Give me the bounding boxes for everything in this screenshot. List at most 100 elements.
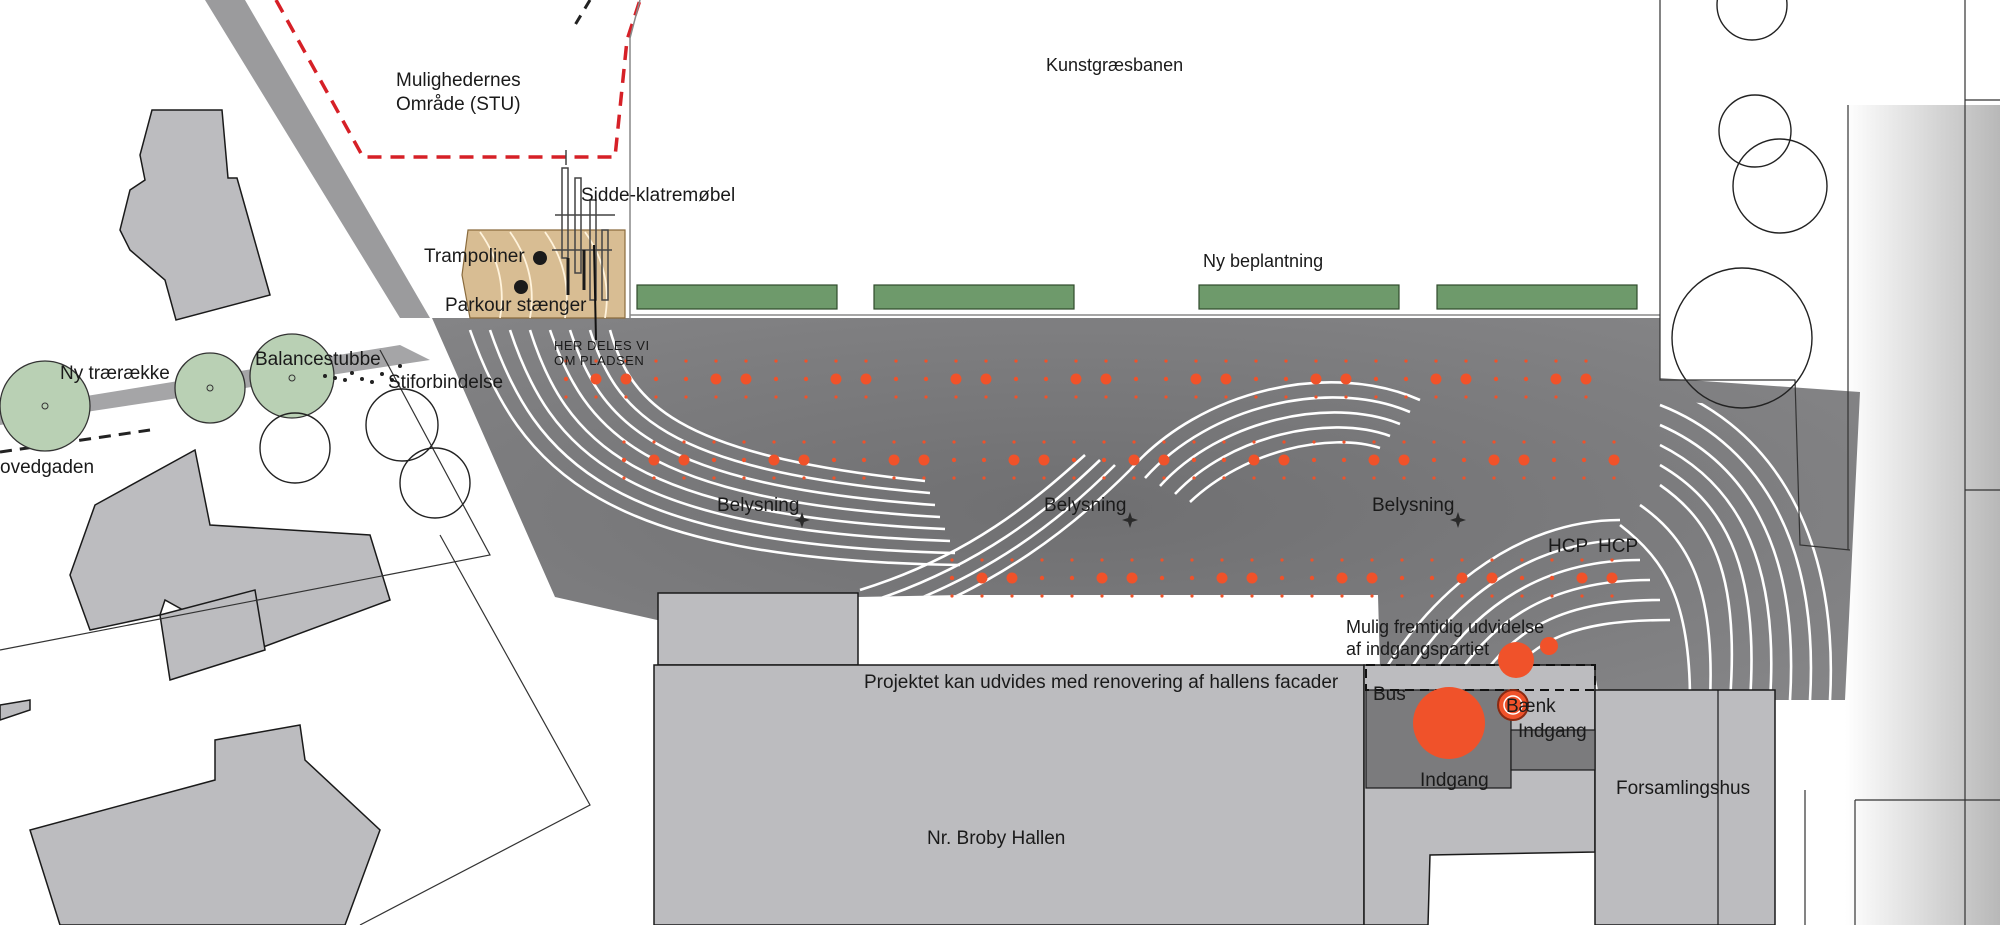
- light-dot-small: [1194, 395, 1198, 399]
- light-dot-small: [1310, 594, 1314, 598]
- light-dot: [711, 457, 717, 463]
- extension-circle: [1498, 642, 1534, 678]
- lighting-dots: [563, 359, 1620, 598]
- light-dot: [831, 457, 837, 463]
- light-dot: [1101, 457, 1107, 463]
- light-dot-small: [1284, 359, 1288, 363]
- light-dot: [1341, 457, 1347, 463]
- light-dot: [768, 454, 780, 466]
- light-dot: [1373, 376, 1379, 382]
- entrance-zone-2: [1510, 729, 1596, 771]
- light-dot-small: [684, 395, 688, 399]
- light-dot-small: [1430, 558, 1434, 562]
- light-dot: [648, 454, 660, 466]
- light-dot-small: [712, 440, 716, 444]
- light-dot: [1368, 454, 1380, 466]
- planting-bed-3: [1198, 284, 1400, 310]
- label-stiforbindelse: Stiforbindelse: [388, 372, 503, 393]
- light-dot: [1340, 373, 1352, 385]
- light-dot-small: [1550, 558, 1554, 562]
- light-dot-small: [1194, 359, 1198, 363]
- light-dot-small: [682, 440, 686, 444]
- light-dot-small: [1070, 558, 1074, 562]
- tree-existing-3: [399, 447, 471, 519]
- light-dot-small: [1014, 359, 1018, 363]
- light-dot-small: [1314, 395, 1318, 399]
- light-dot-small: [1220, 558, 1224, 562]
- light-dot-small: [952, 440, 956, 444]
- light-dot-small: [1284, 395, 1288, 399]
- light-dot: [798, 454, 810, 466]
- label-udvidelse-2: af indgangspartiet: [1346, 639, 1489, 659]
- light-dot-small: [1432, 476, 1436, 480]
- light-dot-small: [1074, 395, 1078, 399]
- sidde-klatremoebel-structure: [552, 150, 615, 301]
- light-dot: [830, 373, 842, 385]
- light-dot-small: [1280, 558, 1284, 562]
- light-dot-small: [1102, 476, 1106, 480]
- light-dot: [683, 376, 689, 382]
- tree-new-1: [0, 360, 91, 452]
- street-dashed-line: [0, 428, 151, 454]
- light-dot-small: [832, 440, 836, 444]
- light-dot: [1518, 454, 1530, 466]
- light-dot-small: [1374, 395, 1378, 399]
- light-dot-small: [1580, 594, 1584, 598]
- light-dot-small: [714, 359, 718, 363]
- building-nw: [119, 109, 271, 321]
- light-dot: [949, 575, 955, 581]
- light-dot-small: [654, 359, 658, 363]
- light-dot-small: [1014, 395, 1018, 399]
- light-dot-small: [564, 359, 568, 363]
- light-dot-small: [1584, 395, 1588, 399]
- light-dot-small: [1044, 359, 1048, 363]
- light-dot: [653, 376, 659, 382]
- light-dot: [1159, 575, 1165, 581]
- light-dot: [980, 373, 992, 385]
- light-dot-small: [1222, 440, 1226, 444]
- planting-bed-1: [636, 284, 838, 310]
- light-dot-small: [864, 395, 868, 399]
- tree-existing-4: [1716, 0, 1788, 41]
- light-dot-small: [1490, 594, 1494, 598]
- light-dot-small: [1044, 395, 1048, 399]
- light-dot-small: [834, 359, 838, 363]
- light-dot-small: [864, 359, 868, 363]
- tree-existing-6: [1732, 138, 1828, 234]
- tree-new-3: [249, 333, 335, 419]
- light-dot-small: [1280, 594, 1284, 598]
- light-dot-small: [1404, 359, 1408, 363]
- light-dot: [1336, 572, 1348, 584]
- light-dot-small: [804, 359, 808, 363]
- light-dot-small: [1552, 440, 1556, 444]
- light-dot: [1430, 373, 1442, 385]
- light-dot: [678, 454, 690, 466]
- light-dot-small: [924, 359, 928, 363]
- light-dot-small: [1222, 476, 1226, 480]
- building-west-annex: [159, 589, 266, 681]
- light-dot: [1221, 457, 1227, 463]
- light-dot-small: [1190, 558, 1194, 562]
- light-dot: [1488, 454, 1500, 466]
- light-dot-small: [1252, 440, 1256, 444]
- light-dot-small: [1582, 476, 1586, 480]
- light-dot-small: [1042, 476, 1046, 480]
- forsamlingshus: [1594, 689, 1776, 925]
- light-dot: [1460, 373, 1472, 385]
- light-dot-small: [594, 359, 598, 363]
- light-dot-small: [1434, 359, 1438, 363]
- light-dot: [950, 373, 962, 385]
- light-dot-small: [744, 395, 748, 399]
- light-dot: [1399, 575, 1405, 581]
- light-dot-small: [1340, 558, 1344, 562]
- light-dot-small: [774, 359, 778, 363]
- label-belysning-3: Belysning: [1372, 495, 1454, 516]
- light-dot: [1008, 454, 1020, 466]
- light-dot-small: [922, 476, 926, 480]
- light-dot-small: [772, 440, 776, 444]
- north-dashed-mark: [573, 0, 592, 26]
- light-dot-small: [1492, 440, 1496, 444]
- light-dot-small: [1584, 359, 1588, 363]
- light-dot-small: [1494, 359, 1498, 363]
